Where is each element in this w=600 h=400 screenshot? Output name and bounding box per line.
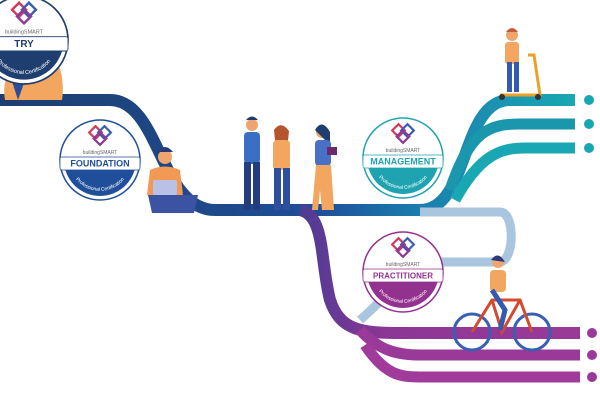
person-on-scooter: [499, 28, 542, 100]
badge-brand: buildingSMART: [5, 29, 44, 35]
path-purple-main: [297, 204, 580, 339]
badge-label: MANAGEMENT: [370, 157, 436, 167]
path-purple-2: [355, 326, 580, 361]
buildingsmart-logo-icon: [10, 1, 38, 26]
badge-foundation: buildingSMART FOUNDATION Professional Ce…: [59, 119, 141, 201]
person-with-laptop: [147, 147, 198, 213]
badge-brand: buildingSMART: [386, 262, 421, 268]
badge-label: FOUNDATION: [70, 159, 129, 169]
path-teal-3: [450, 142, 575, 203]
buildingsmart-logo-icon: [390, 122, 416, 145]
buildingsmart-logo-icon: [87, 124, 113, 147]
badge-label: PRACTITIONER: [373, 272, 433, 281]
path-end-dots: [584, 95, 597, 382]
buildingsmart-logo-icon: [390, 236, 416, 259]
path-teal-main: [320, 94, 575, 216]
path-teal-2: [444, 118, 575, 192]
person-on-bicycle: [452, 255, 552, 352]
group-of-people: [244, 116, 337, 210]
badge-brand: buildingSMART: [83, 150, 118, 156]
badge-entry: buildingSMART TRY Professional Certifica…: [0, 0, 69, 85]
badge-management: buildingSMART MANAGEMENT Professional Ce…: [362, 117, 444, 199]
path-purple-3: [360, 341, 580, 383]
badge-label: TRY: [14, 39, 34, 50]
badge-brand: buildingSMART: [386, 148, 421, 154]
badge-practitioner: buildingSMART PRACTITIONER Professional …: [362, 231, 444, 313]
